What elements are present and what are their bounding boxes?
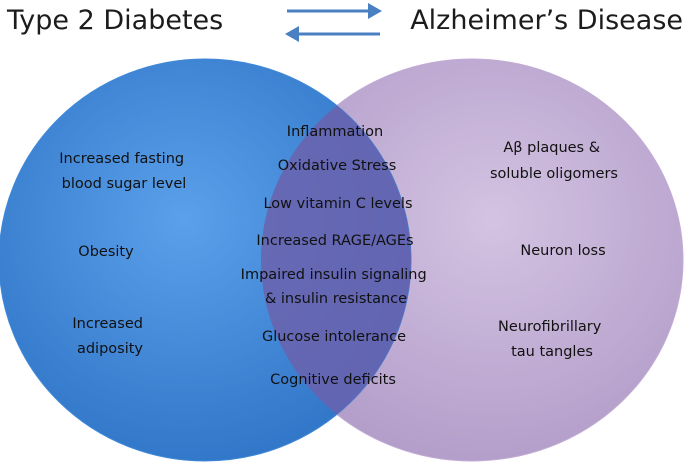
shared-item-cognitive-deficits: Cognitive deficits (270, 372, 396, 388)
left-item-fasting-blood-sugar: Increased fasting blood sugar level (59, 151, 188, 192)
shared-item-increased-rage-ages: Increased RAGE/AGEs (256, 233, 413, 249)
right-item-abeta-plaques: Aβ plaques & soluble oligomers (490, 140, 618, 182)
left-item-obesity: Obesity (78, 244, 134, 260)
overlap-region (261, 59, 411, 461)
shared-item-glucose-intolerance: Glucose intolerance (262, 329, 406, 345)
bidirectional-arrows-icon (285, 3, 382, 42)
shared-item-impaired-insulin-signaling: Impaired insulin signaling & insulin res… (241, 267, 432, 307)
right-item-neurofibrillary-tangles: Neurofibrillary tau tangles (498, 319, 606, 360)
left-item-increased-adiposity: Increased adiposity (72, 316, 147, 357)
shared-item-low-vitamin-c: Low vitamin C levels (263, 196, 412, 212)
shared-item-oxidative-stress: Oxidative Stress (278, 158, 397, 174)
title-alzheimers-disease: Alzheimer’s Disease (410, 5, 683, 36)
right-item-neuron-loss: Neuron loss (520, 243, 605, 259)
title-type-2-diabetes: Type 2 Diabetes (7, 5, 224, 36)
shared-item-inflammation: Inflammation (287, 124, 383, 140)
